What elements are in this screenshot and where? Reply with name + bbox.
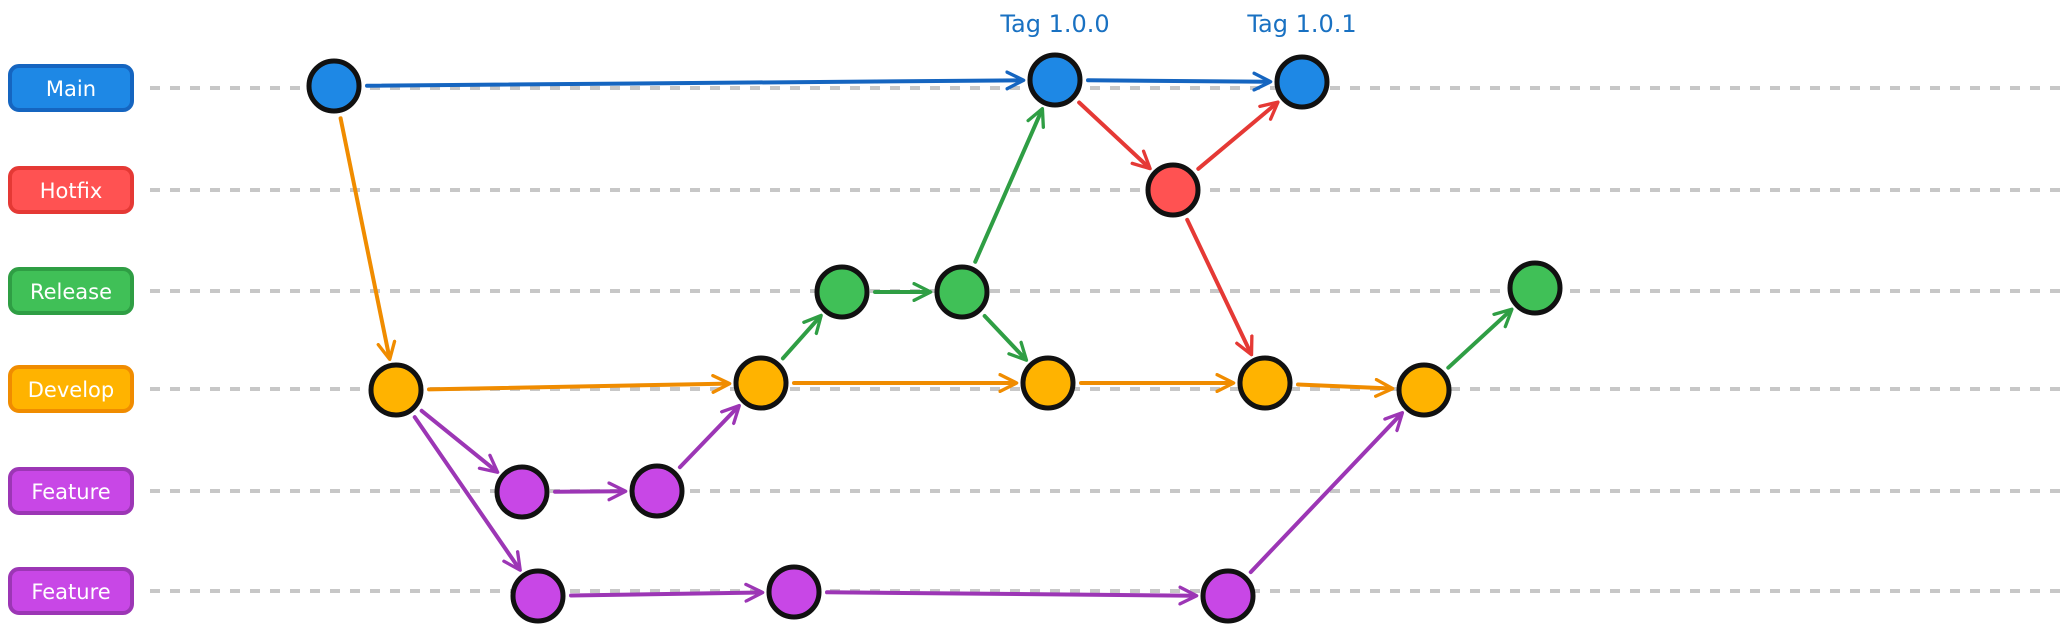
- commit-node-m1[interactable]: [306, 58, 362, 114]
- commit-node-d2[interactable]: [733, 355, 789, 411]
- lane-label-text: Feature: [31, 480, 110, 504]
- lane-label-box: [8, 467, 134, 515]
- commit-node-g3[interactable]: [1200, 568, 1256, 624]
- commit-node-d5[interactable]: [1396, 362, 1452, 418]
- lane-label-feature1: Feature: [8, 467, 134, 515]
- edge-f2-d2: [677, 403, 741, 470]
- lane-label-feature2: Feature: [8, 567, 134, 615]
- tag-label-m2: Tag 1.0.0: [999, 10, 1109, 38]
- edge-m1-d1: [338, 116, 397, 361]
- commit-node-r3[interactable]: [1507, 260, 1563, 316]
- commit-node-f1[interactable]: [494, 464, 550, 520]
- lane-label-box: [8, 365, 134, 413]
- edge-d4-d5: [1295, 377, 1395, 398]
- commit-node-f2[interactable]: [629, 463, 685, 519]
- lane-label-box: [8, 64, 134, 112]
- edge-m2-m3: [1085, 71, 1273, 92]
- commit-node-d1[interactable]: [368, 362, 424, 418]
- edge-m2-h1: [1077, 100, 1152, 171]
- tag-label-m3: Tag 1.0.1: [1246, 10, 1356, 38]
- edge-g2-g3: [824, 585, 1199, 606]
- commit-node-h1[interactable]: [1145, 162, 1201, 218]
- commit-node-r2[interactable]: [934, 264, 990, 320]
- lane-label-text: Main: [46, 77, 96, 101]
- lane-label-box: [8, 567, 134, 615]
- commit-node-g1[interactable]: [510, 568, 566, 624]
- edge-d1-d2: [426, 373, 732, 394]
- lane-lines: [150, 86, 2060, 593]
- edge-f1-f2: [552, 481, 628, 502]
- lane-label-box: [8, 267, 134, 315]
- lane-label-release: Release: [8, 267, 134, 315]
- commit-node-r1[interactable]: [814, 264, 870, 320]
- commit-node-d3[interactable]: [1020, 355, 1076, 411]
- commit-node-m2[interactable]: [1027, 52, 1083, 108]
- edge-r2-d3: [982, 313, 1029, 362]
- lane-label-develop: Develop: [8, 365, 134, 413]
- edge-d5-r3: [1446, 307, 1514, 370]
- edge-h1-d4: [1185, 217, 1254, 357]
- lane-label-hotfix: Hotfix: [8, 166, 134, 214]
- lane-label-main: Main: [8, 64, 134, 112]
- edge-h1-m3: [1196, 100, 1280, 171]
- commit-node-d4[interactable]: [1237, 355, 1293, 411]
- branch-edges: [338, 70, 1514, 606]
- edge-d1-f1: [419, 408, 500, 474]
- edge-m1-m2: [364, 70, 1026, 91]
- version-tags: Tag 1.0.0 Tag 1.0.1: [999, 10, 1356, 38]
- lane-label-text: Release: [30, 280, 112, 304]
- edge-d2-r1: [780, 313, 823, 361]
- lane-label-text: Hotfix: [40, 179, 103, 203]
- edge-r2-m2: [973, 107, 1046, 264]
- lane-label-text: Feature: [31, 580, 110, 604]
- commit-node-m3[interactable]: [1274, 54, 1330, 110]
- edge-d1-g1: [412, 415, 522, 572]
- lane-label-box: [8, 166, 134, 214]
- commit-nodes: [306, 52, 1563, 624]
- commit-node-g2[interactable]: [766, 564, 822, 620]
- edge-g1-g2: [568, 582, 765, 603]
- lane-label-text: Develop: [28, 378, 114, 402]
- edge-g3-d5: [1248, 411, 1405, 575]
